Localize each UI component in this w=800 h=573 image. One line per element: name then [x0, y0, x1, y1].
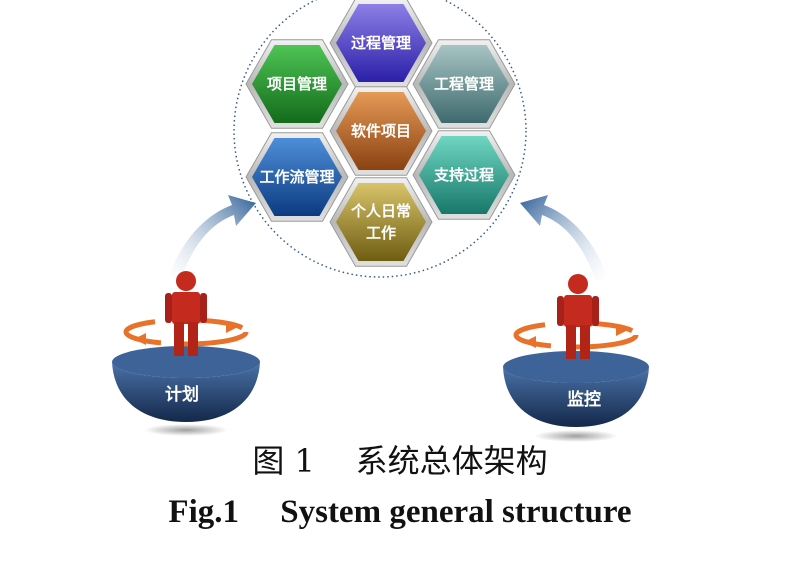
hexagon-support-fill: [419, 136, 509, 214]
hexagon-software: 软件项目: [329, 86, 433, 176]
plan-label: 计划: [165, 384, 199, 405]
monitor-pod: 监控: [503, 274, 649, 442]
hexagon-engineering: 工程管理: [412, 39, 516, 129]
hexagon-project-label: 项目管理: [267, 75, 327, 93]
hexagon-project: 项目管理: [245, 39, 349, 129]
hexagon-support-label: 支持过程: [433, 166, 494, 184]
hexagon-workflow-label: 工作流管理: [259, 168, 334, 186]
hexagon-software-label: 软件项目: [351, 122, 411, 140]
monitor-pod-top: [503, 351, 649, 383]
hexagon-software-fill: [336, 92, 426, 170]
hexagon-process-fill: [336, 4, 426, 82]
arrow-plan-to-cluster: [168, 195, 256, 282]
plan-pod: 计划: [112, 271, 260, 436]
plan-pod-shadow: [144, 424, 228, 436]
hexagon-engineering-fill: [419, 45, 509, 123]
hexagon-workflow-fill: [252, 138, 342, 216]
hexagon-workflow: 工作流管理: [245, 132, 349, 222]
monitor-pod-shadow: [534, 430, 618, 442]
hexagon-engineering-label: 工程管理: [434, 75, 494, 93]
monitor-label: 监控: [567, 389, 601, 410]
hexagon-daily-label: 工作: [366, 224, 396, 242]
plan-pod-base: [112, 362, 260, 422]
hexagon-process-label: 过程管理: [351, 34, 411, 52]
hexagon-process: 过程管理: [329, 0, 433, 88]
arrow-monitor-to-cluster: [520, 195, 608, 282]
monitor-pod-base: [503, 367, 649, 427]
hexagon-project-fill: [252, 45, 342, 123]
hexagon-daily-fill: [336, 183, 426, 261]
plan-pod-top: [112, 346, 260, 378]
caption-english: Fig.1 System general structure: [168, 494, 632, 530]
caption-chinese: 图 1 系统总体架构: [252, 442, 548, 480]
enclosing-circle: [233, 0, 527, 278]
hexagon-daily-label: 个人日常: [350, 202, 411, 220]
plan-person-icon: [123, 271, 249, 356]
hexagon-support: 支持过程: [412, 130, 516, 220]
monitor-person-icon: [513, 274, 639, 359]
